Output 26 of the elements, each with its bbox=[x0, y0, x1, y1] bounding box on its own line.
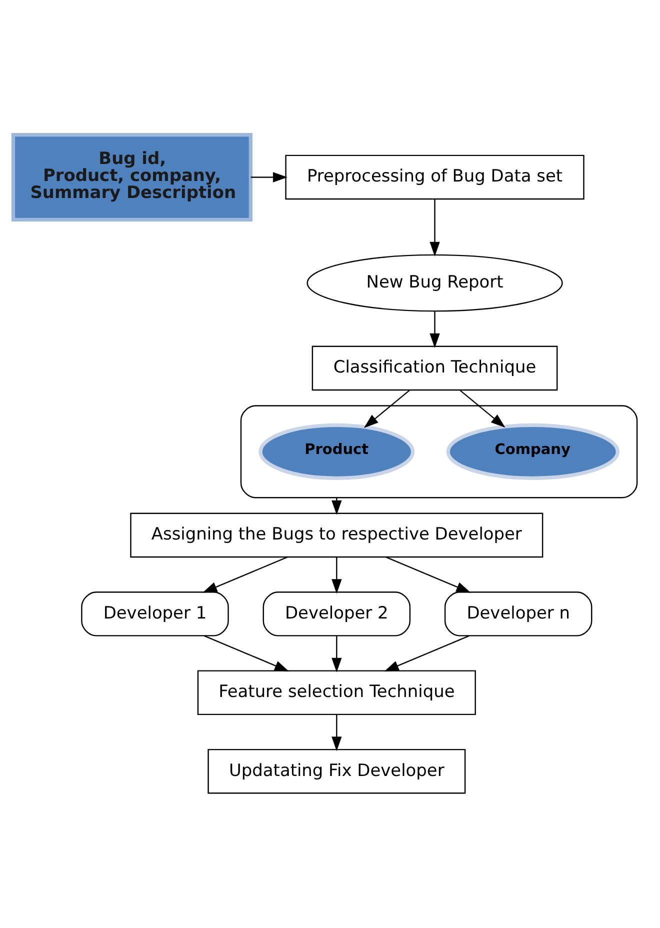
arrow bbox=[332, 557, 342, 594]
arrow bbox=[202, 556, 288, 593]
node-box: Classification Technique bbox=[312, 346, 558, 391]
arrow bbox=[332, 714, 342, 752]
arrow bbox=[204, 635, 290, 672]
node-box: Developer 1 bbox=[81, 592, 229, 636]
node-box: Preprocessing of Bug Data set bbox=[285, 154, 584, 200]
arrow bbox=[430, 199, 440, 256]
arrow bbox=[430, 311, 440, 348]
arrow bbox=[460, 390, 506, 428]
node-box: Feature selection Technique bbox=[197, 670, 476, 716]
cluster bbox=[240, 405, 638, 498]
node-box: Bug id, Product, company, Summary Description bbox=[11, 133, 252, 222]
node-ellipse: Company bbox=[446, 423, 620, 480]
arrow bbox=[364, 390, 410, 428]
node-box: Assigning the Bugs to respective Developer bbox=[130, 512, 544, 558]
arrow bbox=[332, 498, 342, 515]
node-box: Developer n bbox=[444, 592, 592, 636]
node-box: Updatating Fix Developer bbox=[208, 748, 466, 794]
arrow bbox=[250, 172, 288, 182]
node-box: Developer 2 bbox=[262, 592, 411, 636]
arrow bbox=[386, 556, 471, 593]
arrow bbox=[384, 635, 470, 672]
arrow bbox=[332, 636, 342, 672]
node-ellipse: New Bug Report bbox=[306, 254, 563, 312]
node-ellipse: Product bbox=[258, 423, 415, 480]
